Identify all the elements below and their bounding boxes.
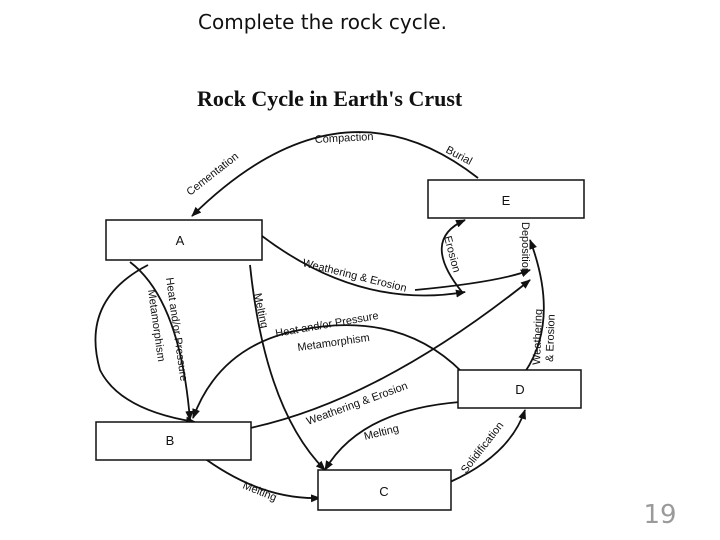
- arrow-d-to-c: [324, 401, 461, 471]
- box-a: A: [105, 219, 263, 261]
- slide-heading: Complete the rock cycle.: [198, 10, 447, 34]
- box-d: D: [457, 369, 582, 409]
- arrow-to-deposition: [414, 269, 531, 291]
- label-erosion: Erosion: [441, 235, 462, 274]
- arrow-a-weathering: [261, 235, 466, 298]
- label-solidification: Solidification: [459, 420, 506, 476]
- arrow-b-to-e: [249, 279, 531, 429]
- page-number: 19: [643, 500, 677, 530]
- diagram-title: Rock Cycle in Earth's Crust: [197, 86, 463, 111]
- arrow-a-to-b: [129, 261, 194, 421]
- arrow-d-to-b: [192, 324, 463, 419]
- label-melting-d: Melting: [363, 423, 400, 443]
- arrow-a-to-c: [249, 264, 326, 471]
- box-c-label: C: [379, 484, 388, 499]
- box-d-label: D: [515, 382, 524, 397]
- label-weathering-right-2: & Erosion: [544, 314, 558, 362]
- arrow-b-to-c: [199, 454, 321, 503]
- arrow-c-to-d: [449, 409, 526, 483]
- label-compaction: Compaction: [315, 131, 374, 146]
- label-melting-b: Melting: [241, 480, 278, 504]
- label-weathering-right-1: Weathering: [531, 309, 545, 365]
- box-a-label: A: [176, 233, 185, 248]
- box-e-label: E: [502, 193, 511, 208]
- label-weathering-erosion-b: Weathering & Erosion: [305, 380, 409, 428]
- label-cementation: Cementation: [184, 151, 241, 199]
- label-weathering-erosion-a: Weathering & Erosion: [301, 257, 408, 294]
- label-deposition: Deposition: [519, 222, 531, 274]
- arrow-a-to-b-outer: [94, 264, 196, 425]
- arrow-erosion-up: [440, 219, 466, 293]
- label-heat-pressure-left: Heat and/or Pressure: [163, 277, 189, 382]
- arrow-d-to-e: [524, 239, 545, 373]
- label-metamorphism-mid: Metamorphism: [297, 332, 371, 354]
- label-melting-a: Melting: [251, 292, 270, 329]
- label-metamorphism-left: Metamorphism: [145, 289, 167, 363]
- box-e: E: [427, 179, 585, 219]
- arrow-e-to-a: [191, 131, 479, 217]
- box-b-label: B: [166, 433, 175, 448]
- box-c: C: [317, 469, 452, 511]
- box-b: B: [95, 421, 252, 461]
